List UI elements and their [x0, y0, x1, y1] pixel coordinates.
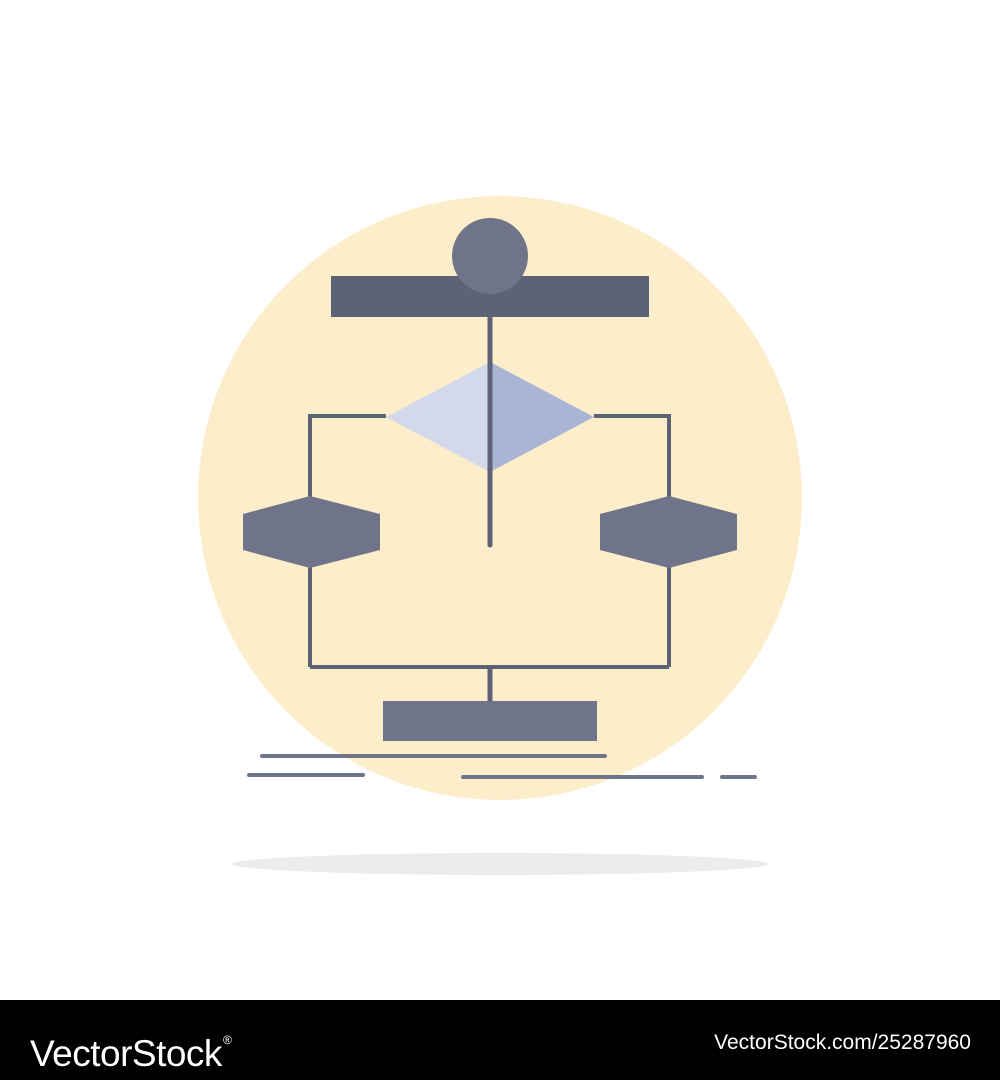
image-id-text: VectorStock.com/25287960 — [714, 1031, 971, 1054]
decorative-lines — [247, 754, 757, 779]
decision-diamond-right — [490, 362, 594, 472]
ground-shadow — [232, 853, 768, 875]
left-branch-line — [308, 414, 386, 667]
brand-logo[interactable]: VectorStock® — [30, 1016, 232, 1078]
flowchart-illustration — [198, 196, 802, 875]
start-node-circle — [452, 218, 528, 294]
right-hexagon-node — [600, 496, 737, 568]
bottom-process-bar — [383, 701, 597, 741]
flowchart-algorithm-icon — [243, 218, 737, 741]
background-circle — [198, 196, 802, 800]
right-branch-line — [594, 414, 671, 667]
decision-diamond-left — [386, 362, 490, 472]
footer-bar: VectorStock® VectorStock.com/25287960 — [0, 1000, 1000, 1080]
left-hexagon-node — [243, 496, 380, 568]
brand-name: VectorStock — [30, 1033, 222, 1074]
registered-mark: ® — [222, 1033, 232, 1047]
